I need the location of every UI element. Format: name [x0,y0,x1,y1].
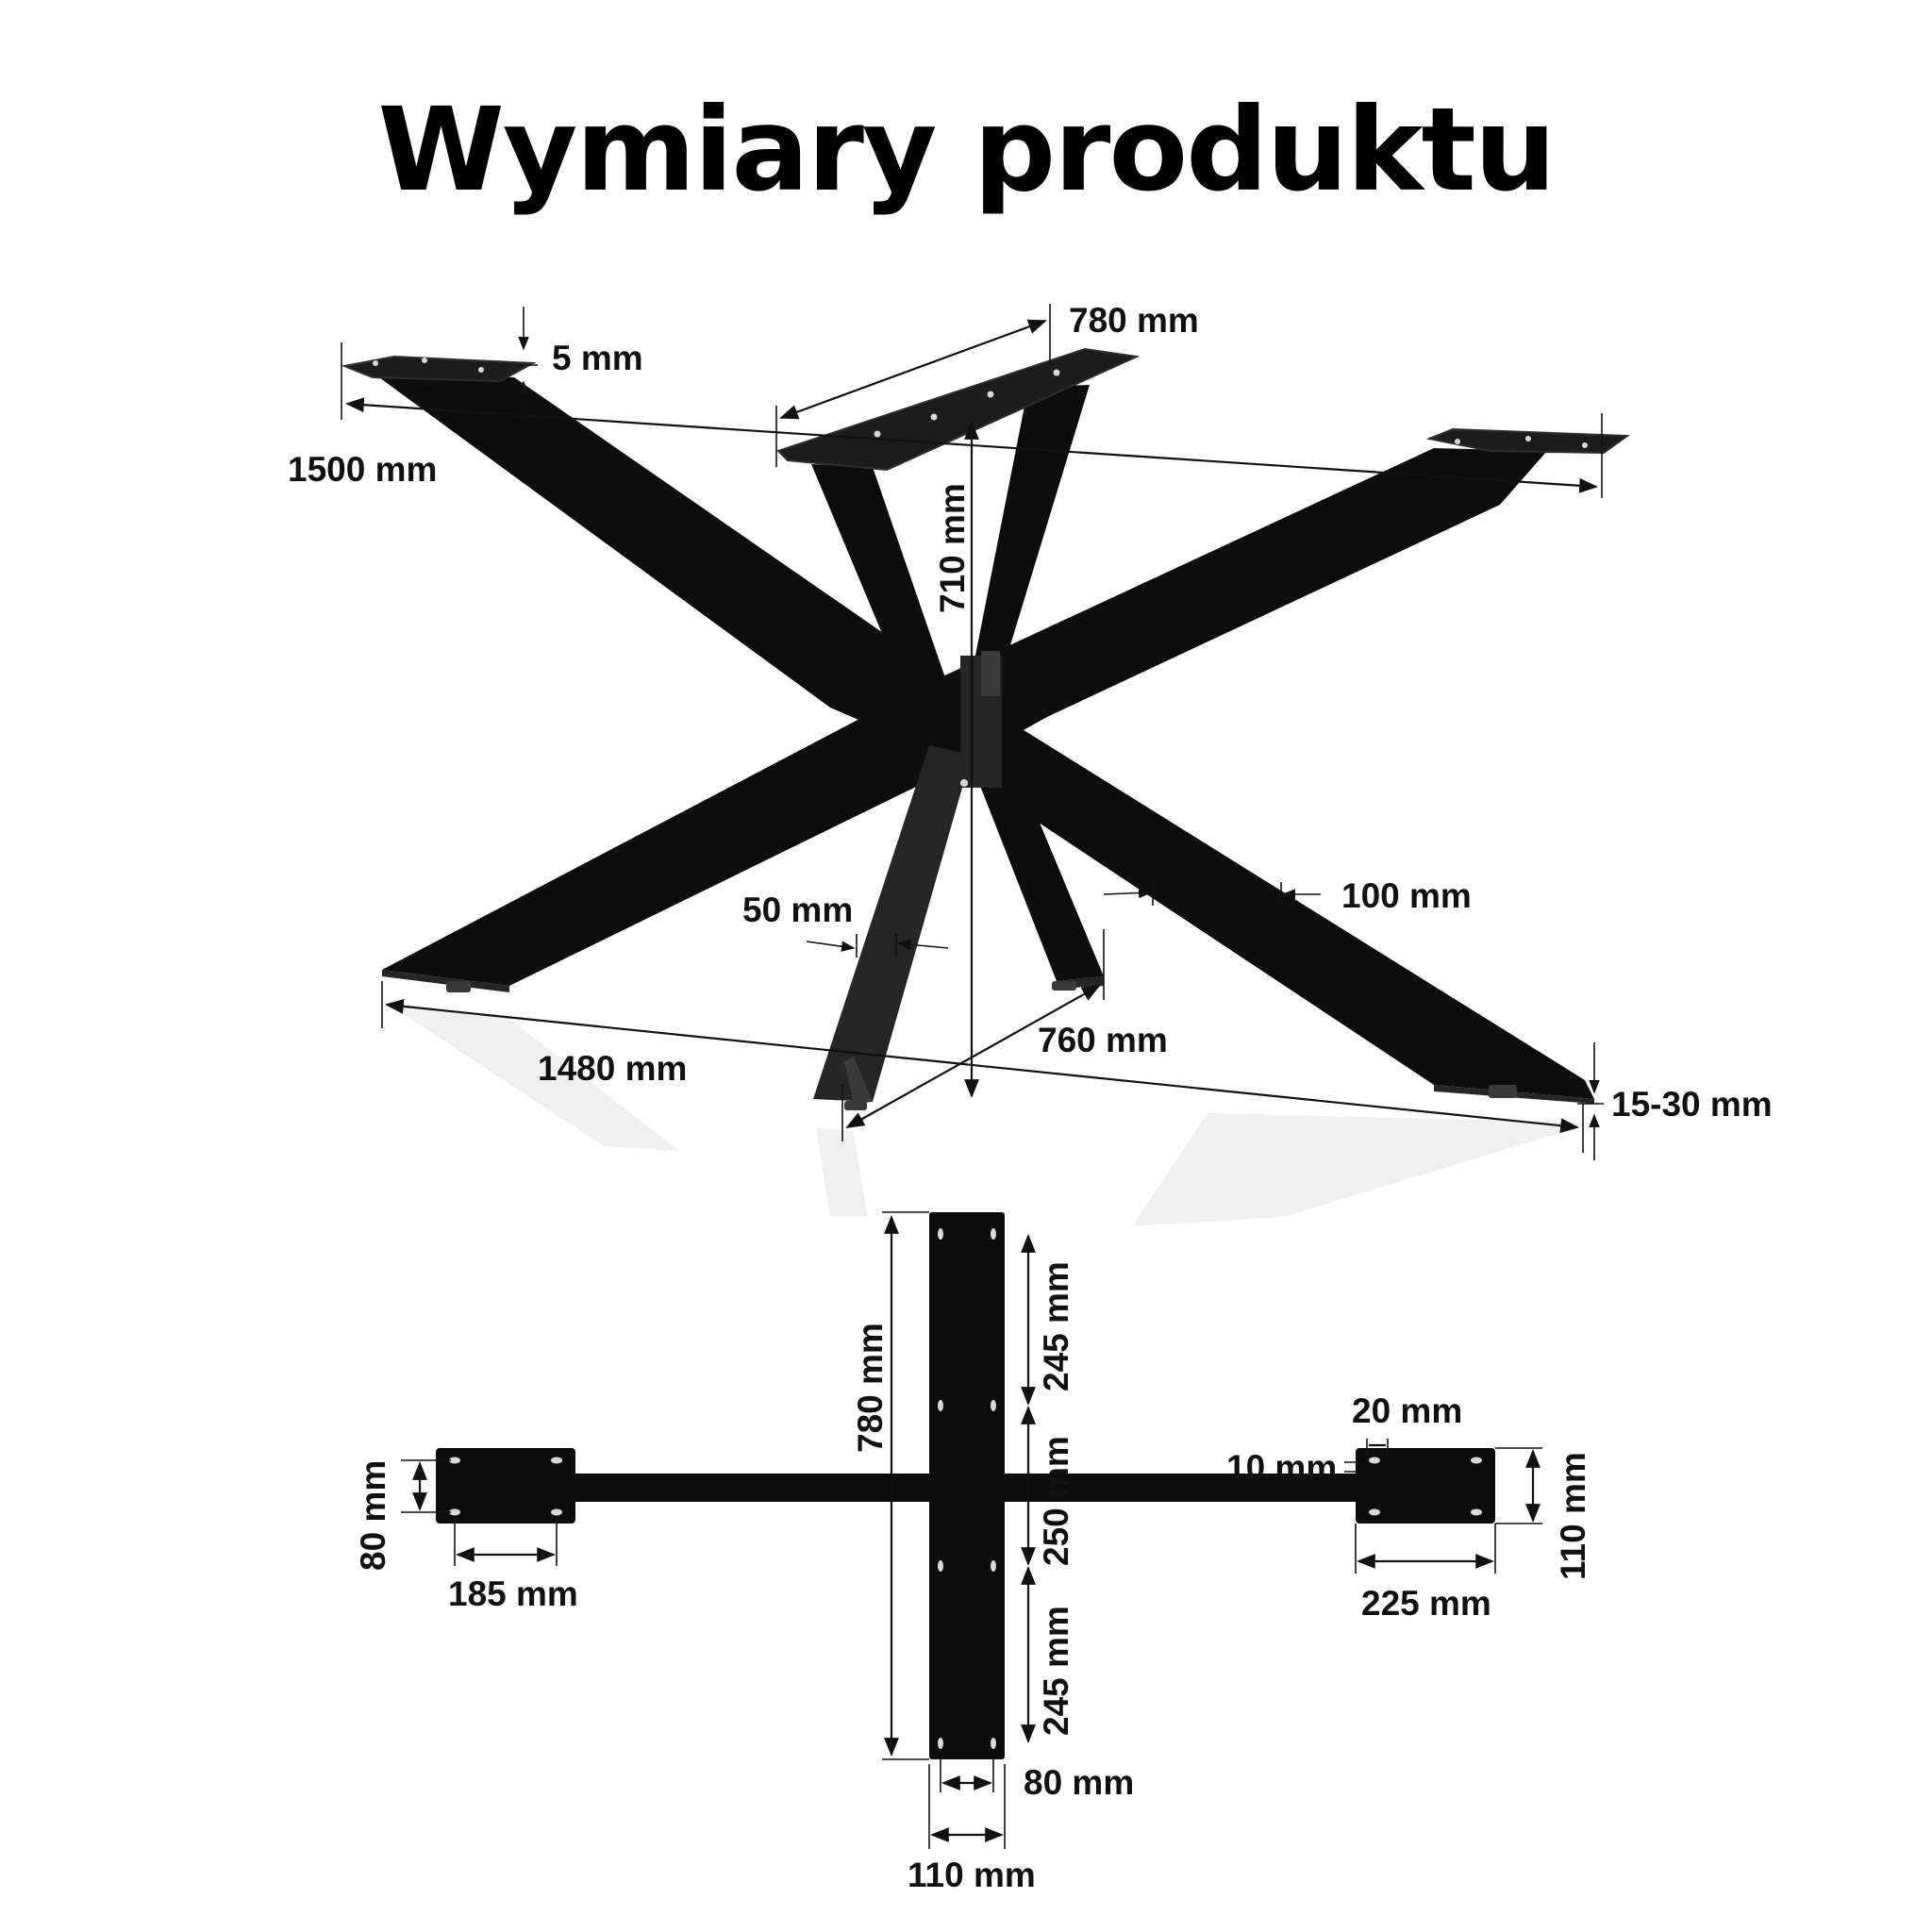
plate-hole [373,360,378,366]
floor-reflection-right [1132,1113,1594,1226]
center-leg-front-right [972,755,1104,981]
leveler-foot [446,981,471,992]
right-plate-length-label: 225 mm [1361,1584,1491,1623]
plate-hole [1455,439,1460,444]
right-plate-edge-10-label: 10 mm [1226,1448,1337,1487]
plate-hole [874,430,881,438]
left-plate-hole [551,1457,562,1464]
right-plate-hole [1471,1457,1482,1464]
right-plate-width-label: 110 mm [1554,1452,1592,1580]
hole-spacing-middle-label: 250 mm [1037,1436,1075,1566]
hole-spacing-width-label: 80 mm [1024,1763,1134,1802]
perspective-dimensions: 5 mm 1500 mm 780 mm 710 mm 50 mm 100 mm … [288,301,1773,1160]
center-leg-back [811,464,972,769]
center-connector-plate [981,651,1000,696]
plate-hole [1525,436,1531,441]
height-label: 710 mm [933,483,972,613]
plate-thickness-label: 5 mm [552,339,643,377]
leg-thickness-label: 50 mm [742,891,853,929]
leveler-foot [1489,1085,1517,1098]
top-view-left-plate [436,1448,575,1524]
right-plate-edge-20-label: 20 mm [1352,1391,1462,1430]
right-plate-hole [1369,1508,1380,1516]
center-plate-hole [991,1228,996,1240]
center-plate-hole [938,1228,943,1240]
center-plate-hole [938,1560,943,1572]
floor-reflection-leg [816,1127,868,1217]
left-plate-height-label: 80 mm [354,1460,392,1571]
top-view-center-plate [929,1212,1005,1759]
hole-spacing-bottom-label: 245 mm [1037,1606,1075,1736]
plate-hole [930,413,938,421]
leveler-foot [1052,981,1076,991]
beam-width-label: 100 mm [1341,876,1472,915]
center-plate-width-label: 110 mm [908,1856,1036,1894]
plate-hole [422,358,427,363]
top-plate-length-label: 780 mm [1069,301,1199,340]
foot-span-label: 760 mm [1038,1021,1168,1059]
long-beam-left-end-face [382,970,509,992]
top-view-right-plate [1356,1448,1495,1524]
left-plate-hole [449,1457,460,1464]
hole-spacing-top-label: 245 mm [1037,1261,1075,1391]
length-top-label: 1500 mm [288,450,437,489]
center-plate-hole [991,1400,996,1411]
plate-hole [1053,369,1060,376]
right-plate-hole [1471,1508,1482,1516]
left-plate-hole [551,1508,562,1516]
leveler-range-label: 15-30 mm [1611,1085,1773,1124]
leveler-foot [844,1101,867,1110]
center-plate-length-label: 780 mm [851,1323,890,1453]
left-plate-length-label: 185 mm [448,1574,578,1613]
plate-hole [987,391,994,398]
right-plate-hole [1369,1457,1380,1464]
plate-hole [478,367,484,373]
center-plate-hole [938,1400,943,1411]
page-title: Wymiary produktu [377,83,1556,217]
length-bottom-label: 1480 mm [538,1049,687,1088]
top-plate-left [341,355,537,383]
top-view-dimensions: 780 mm 245 mm 250 mm 245 mm 80 mm 110 mm… [354,1211,1592,1894]
center-plate-hole [938,1738,943,1749]
plate-hole [1582,442,1588,448]
left-plate-hole [449,1508,460,1516]
center-plate-hole [991,1738,996,1749]
table-base-perspective [341,347,1630,1226]
connector-bolt [960,779,968,787]
center-plate-hole [991,1560,996,1572]
table-base-top-view [436,1212,1495,1759]
